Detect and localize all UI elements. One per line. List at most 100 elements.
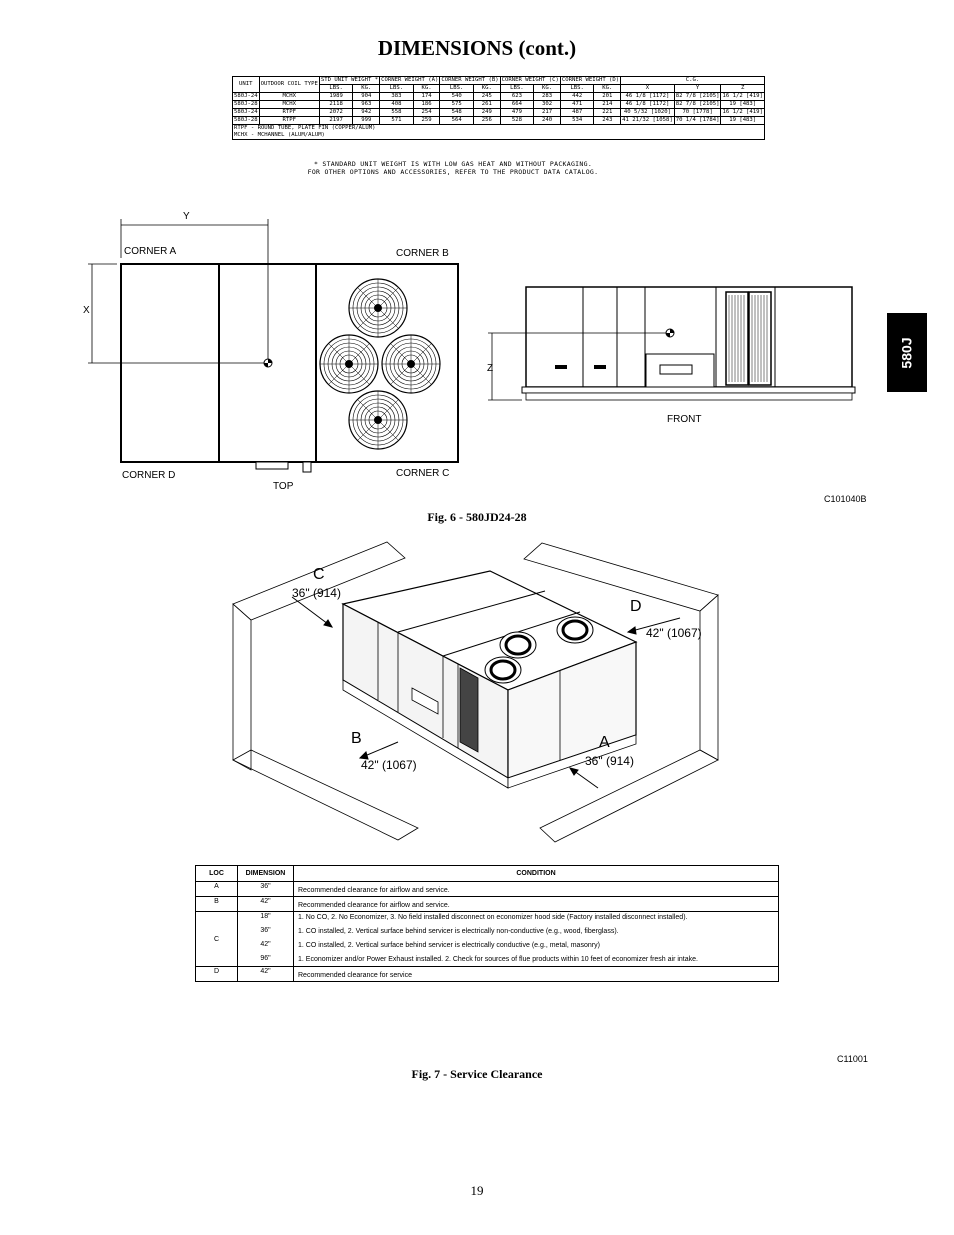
subheader-cell: LBS. bbox=[499, 84, 535, 93]
subheader-cell: KG. bbox=[352, 84, 381, 93]
table-cell: 40 5/32 [1020] bbox=[620, 108, 675, 117]
dim-y-label: Y bbox=[183, 211, 190, 222]
condition-cell: 1. No CO, 2. No Economizer, 3. No field … bbox=[293, 911, 779, 967]
dimension-cell: 36" bbox=[237, 881, 294, 897]
table-cell: 82 7/8 [2105] bbox=[673, 92, 722, 101]
zone-a-label: A bbox=[599, 734, 610, 751]
fig6-code: C101040B bbox=[824, 494, 867, 504]
table-cell: 528 bbox=[499, 116, 535, 125]
header-corner-c: CORNER WEIGHT (C) bbox=[499, 76, 561, 85]
condition-cell: Recommended clearance for service bbox=[293, 966, 779, 982]
zone-b-label: B bbox=[351, 730, 362, 747]
table-cell: MCHX bbox=[258, 100, 320, 109]
table-cell: 245 bbox=[472, 92, 501, 101]
table-cell: 261 bbox=[472, 100, 501, 109]
table-cell: 259 bbox=[412, 116, 441, 125]
table-cell: 580J-28 bbox=[232, 116, 260, 125]
subheader-cell: KG. bbox=[593, 84, 622, 93]
service-clearance-table: LOC DIMENSION CONDITION A 36" Recommende… bbox=[195, 865, 779, 982]
corner-a-label: CORNER A bbox=[124, 246, 177, 257]
header-cg: C.G. bbox=[620, 76, 765, 85]
loc-cell: A bbox=[195, 881, 238, 897]
table-cell: 174 bbox=[412, 92, 441, 101]
dimension-cell: 42" bbox=[237, 966, 294, 982]
table-row: B 42" Recommended clearance for airflow … bbox=[195, 896, 779, 912]
table-cell: 186 bbox=[412, 100, 441, 109]
condition-text: Recommended clearance for airflow and se… bbox=[298, 887, 450, 894]
table-cell: 201 bbox=[593, 92, 622, 101]
table-cell: 575 bbox=[439, 100, 474, 109]
dimension-value: 42" bbox=[260, 941, 271, 948]
zone-d-dimension: 42" (1067) bbox=[646, 626, 702, 640]
subheader-cell: LBS. bbox=[379, 84, 414, 93]
fig7-drawing bbox=[232, 541, 719, 843]
isometric-unit bbox=[341, 570, 638, 789]
table-cell: MCHX bbox=[258, 92, 320, 101]
table-cell: 383 bbox=[379, 92, 414, 101]
clearance-zone-b bbox=[232, 749, 419, 841]
table-cell: 580J-24 bbox=[232, 92, 260, 101]
table-cell: 487 bbox=[559, 108, 595, 117]
table-cell: 442 bbox=[559, 92, 595, 101]
condition-text: Recommended clearance for airflow and se… bbox=[298, 902, 450, 909]
zone-c-label: C bbox=[313, 566, 325, 583]
page-number: 19 bbox=[470, 1183, 484, 1198]
dim-z-label: Z bbox=[487, 363, 494, 374]
table-cell: 942 bbox=[352, 108, 381, 117]
condenser-fan-icon bbox=[348, 390, 408, 450]
header-unit: UNIT bbox=[232, 76, 260, 93]
condition-cell: Recommended clearance for airflow and se… bbox=[293, 881, 779, 897]
subheader-cell: Z bbox=[720, 84, 765, 93]
weight-table-header-row: UNIT OUTDOOR COIL TYPE STD UNIT WEIGHT *… bbox=[232, 76, 765, 93]
subheader-cell: KG. bbox=[472, 84, 501, 93]
table-cell: RTPF bbox=[258, 108, 320, 117]
condenser-fan-icon bbox=[381, 334, 441, 394]
condition-text: Recommended clearance for service bbox=[298, 972, 412, 979]
table-cell: 534 bbox=[559, 116, 595, 125]
zone-c-dimension: 36" (914) bbox=[292, 586, 341, 600]
header-loc: LOC bbox=[195, 865, 238, 882]
table-cell: 1989 bbox=[318, 92, 354, 101]
dimension-value: 96" bbox=[260, 955, 271, 962]
table-cell: 571 bbox=[379, 116, 414, 125]
table-cell: 256 bbox=[472, 116, 501, 125]
clearance-zone-a bbox=[539, 749, 719, 843]
table-cell: 82 7/8 [2105] bbox=[673, 100, 722, 109]
front-view-label: FRONT bbox=[667, 414, 702, 425]
table-cell: 2072 bbox=[318, 108, 354, 117]
table-header-row: LOC DIMENSION CONDITION bbox=[195, 865, 779, 882]
loc-cell: C bbox=[195, 911, 238, 967]
table-cell: 283 bbox=[533, 92, 561, 101]
fig6-drawing bbox=[88, 219, 856, 473]
table-cell: 558 bbox=[379, 108, 414, 117]
subheader-cell: Y bbox=[673, 84, 722, 93]
header-corner-b: CORNER WEIGHT (B) bbox=[439, 76, 501, 85]
table-cell: 664 bbox=[499, 100, 535, 109]
cg-icon bbox=[665, 328, 675, 338]
table-cell: 540 bbox=[439, 92, 474, 101]
header-condition: CONDITION bbox=[293, 865, 779, 882]
fig7-caption: Fig. 7 - Service Clearance bbox=[411, 1067, 543, 1081]
condition-text: 1. No CO, 2. No Economizer, 3. No field … bbox=[298, 914, 688, 921]
table-cell: 564 bbox=[439, 116, 474, 125]
page-title: DIMENSIONS (cont.) bbox=[377, 36, 577, 60]
dimension-cell: 18" 36" 42" 96" bbox=[237, 911, 294, 967]
fig7-code: C11001 bbox=[837, 1054, 868, 1064]
weight-table-note-row: MCHX - MCHANNEL (ALUM/ALUM) bbox=[233, 132, 765, 140]
table-cell: 249 bbox=[472, 108, 501, 117]
loc-cell: D bbox=[195, 966, 238, 982]
table-cell: 217 bbox=[533, 108, 561, 117]
table-cell: 623 bbox=[499, 92, 535, 101]
weight-footnote-line: FOR OTHER OPTIONS AND ACCESSORIES, REFER… bbox=[307, 168, 599, 176]
weight-footnote: * STANDARD UNIT WEIGHT IS WITH LOW GAS H… bbox=[232, 160, 674, 176]
table-cell: 240 bbox=[533, 116, 561, 125]
table-cell: 46 1/8 [1172] bbox=[620, 92, 675, 101]
zone-b-dimension: 42" (1067) bbox=[361, 758, 417, 772]
table-row: A 36" Recommended clearance for airflow … bbox=[195, 881, 779, 897]
condition-text: 1. CO installed, 2. Vertical surface beh… bbox=[298, 942, 600, 949]
table-cell: 221 bbox=[593, 108, 622, 117]
table-cell: 999 bbox=[352, 116, 381, 125]
side-tab: 580J bbox=[887, 313, 927, 392]
dimension-cell: 42" bbox=[237, 896, 294, 912]
